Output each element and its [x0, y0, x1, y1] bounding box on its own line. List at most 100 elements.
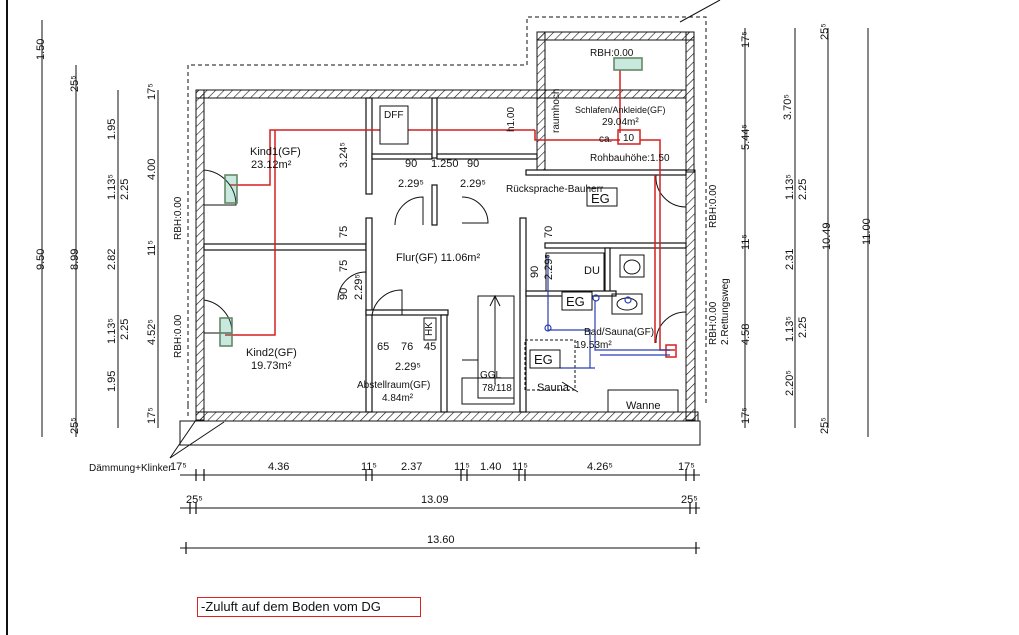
- dim-left3-0: 1.13⁵: [106, 174, 118, 200]
- label-sauna: Sauna: [537, 382, 570, 394]
- room-name-bad: Bad/Sauna(GF): [584, 327, 654, 338]
- dim-90b: 90: [467, 158, 479, 170]
- dim-324: 3.24⁵: [338, 142, 350, 168]
- dim-229b: 2.29⁵: [460, 178, 486, 190]
- room-name-schlafen: Schlafen/Ankleide(GF): [575, 105, 666, 115]
- room-area-schlafen: 29.04m²: [602, 117, 639, 128]
- dim-bottom-6: 11⁵: [512, 461, 528, 473]
- supply-air-note: -Zuluft auf dem Boden vom DG: [197, 597, 421, 617]
- dim-outer-25-left: 25⁵: [186, 494, 203, 506]
- right-dimension-lines: [744, 28, 869, 437]
- right-dimension-labels: 17⁵ 5.44⁵ 11⁵ 4.58 17⁵ 1.13⁵ 2.25 2.31 1…: [740, 23, 873, 434]
- dim-right4-1: 11.00: [861, 218, 873, 245]
- dim-left4-2: 11⁵: [146, 240, 158, 256]
- dim-left4-3: 4.52⁵: [146, 319, 158, 345]
- dim-right3-0: 3.70⁵: [782, 94, 794, 120]
- inner-dimensions: 90 1.250 90 2.29⁵ 2.29⁵ 2.29⁵ 65 76 45 3…: [338, 142, 555, 373]
- dim-right1-1: 5.44⁵: [740, 124, 752, 150]
- bottom-dimension-chain: [180, 469, 700, 554]
- dim-75a: 75: [338, 226, 350, 238]
- label-ggl-dim: 78/118: [482, 383, 512, 394]
- dim-left1-1: 9.50: [35, 249, 47, 270]
- dim-right2-1: 2.25: [797, 179, 809, 200]
- label-du: DU: [584, 265, 600, 277]
- dim-left3-1: 2.25: [119, 179, 131, 200]
- dim-left2-2: 8.99: [69, 249, 81, 270]
- dim-229e: 2.29⁵: [543, 254, 555, 280]
- dim-bottom-8: 17⁵: [678, 461, 695, 473]
- label-eg-1: EG: [591, 191, 610, 206]
- label-raumhoch: raumhoch: [551, 89, 562, 133]
- room-name-kind1: Kind1(GF): [250, 146, 301, 158]
- dim-1250: 1.250: [431, 158, 459, 170]
- dim-left4-4: 17⁵: [146, 407, 158, 424]
- label-rbh-right2: RBH:0.00: [708, 301, 719, 345]
- bath-fixtures: [524, 252, 679, 413]
- dim-right3-2: 25⁵: [819, 417, 831, 434]
- dim-right4-0: 25⁵: [819, 23, 831, 40]
- label-dff: DFF: [384, 110, 403, 121]
- dim-left2-1: 1.95: [106, 119, 118, 140]
- misc-labels: DFF RBH:0.00 Rohbauhöhe:1.50 Rücksprache…: [89, 48, 731, 474]
- dim-right2-4: 2.25: [797, 317, 809, 338]
- room-name-flur: Flur(GF) 11.06m²: [396, 252, 480, 264]
- dim-left4-1: 4.00: [146, 159, 158, 180]
- label-wanne: Wanne: [626, 400, 660, 412]
- label-eg-2: EG: [566, 294, 585, 309]
- label-ca: ca.: [599, 134, 612, 145]
- dim-left4-0: 17⁵: [146, 83, 158, 100]
- dim-bottom-4: 11⁵: [454, 461, 470, 473]
- dim-229a: 2.29⁵: [398, 178, 424, 190]
- left-dimension-labels: 1.50 9.50 25⁵ 1.95 8.99 1.95 25⁵ 1.13⁵ 2…: [35, 39, 158, 434]
- outer-walls: [179, 31, 701, 446]
- dim-229c: 2.29⁵: [353, 274, 365, 300]
- dim-70: 70: [543, 226, 555, 238]
- dim-left3-3: 1.13⁵: [106, 318, 118, 344]
- dim-right2-5: 2.20⁵: [784, 370, 796, 396]
- dim-76: 76: [401, 341, 413, 353]
- bottom-dimension-labels: 17⁵ 4.36 11⁵ 2.37 11⁵ 1.40 11⁵ 4.26⁵ 17⁵…: [170, 461, 698, 546]
- dim-outer-25-right: 25⁵: [681, 494, 698, 506]
- dim-90d: 90: [529, 266, 541, 278]
- dim-right1-0: 17⁵: [740, 31, 752, 48]
- label-daemmung: Dämmung+Klinker: [89, 463, 172, 474]
- dim-229d: 2.29⁵: [395, 361, 421, 373]
- label-rbh-left2: RBH:0.00: [173, 314, 184, 358]
- dim-45: 45: [424, 341, 436, 353]
- label-rohbauhoehe: Rohbauhöhe:1.50: [590, 153, 670, 164]
- heater-markers: [219, 57, 643, 347]
- room-area-bad: 19.53m²: [575, 340, 612, 351]
- dim-bottom-1: 4.36: [268, 461, 289, 473]
- dim-right3-1: 10.49: [821, 222, 833, 250]
- label-hk: HK: [424, 322, 435, 336]
- drain-lines: [544, 255, 670, 369]
- room-name-kind2: Kind2(GF): [246, 347, 297, 359]
- dim-right1-4: 17⁵: [740, 407, 752, 424]
- label-rbh-top: RBH:0.00: [590, 48, 634, 59]
- label-ca-value: 10: [623, 133, 635, 144]
- dim-right2-3: 1.13⁵: [784, 316, 796, 342]
- dim-left2-3: 1.95: [106, 371, 118, 392]
- doors: [203, 169, 687, 344]
- dim-bottom-5: 1.40: [480, 461, 501, 473]
- dim-bottom-3: 2.37: [401, 461, 422, 473]
- dim-right2-2: 2.31: [784, 249, 796, 270]
- label-eg-3: EG: [534, 352, 553, 367]
- room-area-abstell: 4.84m²: [382, 393, 414, 404]
- dim-total-outer: 13.60: [427, 534, 455, 546]
- dim-left1-0: 1.50: [35, 39, 47, 60]
- dim-90c: 90: [338, 288, 350, 300]
- dim-left2-0: 25⁵: [69, 75, 81, 92]
- dim-bottom-7: 4.26⁵: [587, 461, 613, 473]
- label-ruecksprache: Rücksprache-Bauherr: [506, 184, 604, 195]
- dim-bottom-0: 17⁵: [170, 461, 187, 473]
- dim-65: 65: [377, 341, 389, 353]
- label-rbh-right1: RBH:0.00: [708, 184, 719, 228]
- dim-right1-2: 11⁵: [740, 234, 752, 250]
- dim-right1-3: 4.58: [740, 324, 752, 345]
- dim-left3-4: 2.25: [119, 319, 131, 340]
- room-labels: Kind1(GF) 23.12m² Kind2(GF) 19.73m² Flur…: [246, 105, 666, 412]
- label-h100: h1.00: [506, 107, 517, 132]
- room-name-abstell: Abstellraum(GF): [357, 380, 430, 391]
